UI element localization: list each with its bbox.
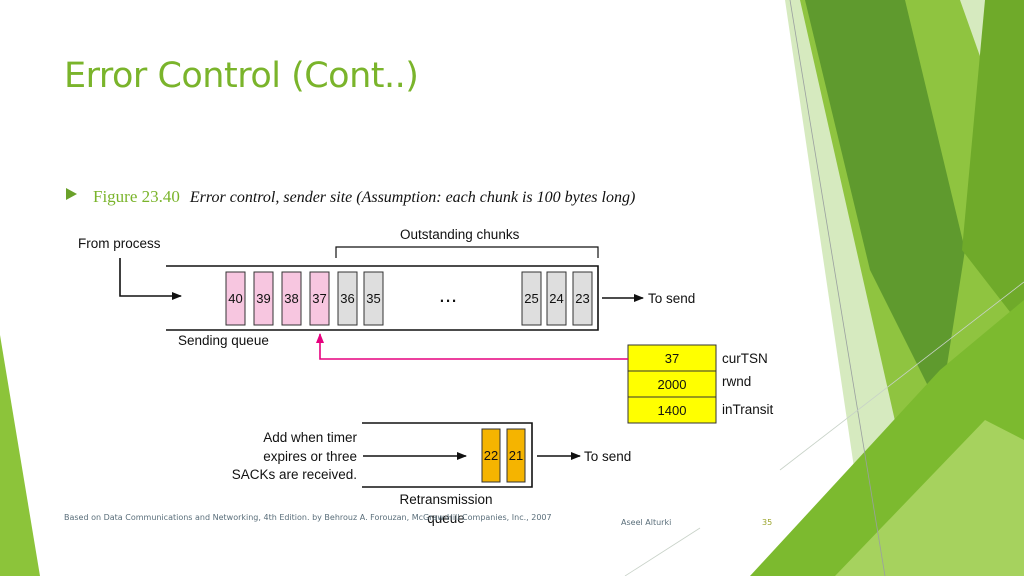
chunk: 40 <box>225 271 246 326</box>
deco-line-2 <box>779 281 1024 471</box>
chunk-number: 38 <box>284 291 298 306</box>
chunk-number: 24 <box>549 291 563 306</box>
slide-title: Error Control (Cont..) <box>64 56 419 96</box>
variable-name: inTransit <box>722 402 774 417</box>
chunk-number: 23 <box>575 291 589 306</box>
to-send-label-top: To send <box>648 291 695 306</box>
add-when-label-line-1: Add when timer <box>263 430 357 445</box>
chunk: 21 <box>506 428 526 483</box>
footer-source: Based on Data Communications and Network… <box>64 513 552 522</box>
outstanding-chunks-label: Outstanding chunks <box>400 227 520 242</box>
variable-cell <box>627 344 717 372</box>
sending-queue <box>166 265 599 331</box>
retransmission-chunks: 22 21 <box>481 428 526 483</box>
chunk-number: 36 <box>340 291 354 306</box>
retransmission-label-line-2: queue <box>427 511 465 526</box>
footer-author: Aseel Alturki <box>621 518 672 527</box>
chunk-box <box>253 271 274 326</box>
chunk-number: 21 <box>509 448 523 463</box>
deco-shape-right <box>962 0 1024 330</box>
sending-queue-label: Sending queue <box>178 333 269 348</box>
chunk-box <box>506 428 526 483</box>
chunk-number: 37 <box>312 291 326 306</box>
chunk: 39 <box>253 271 274 326</box>
retransmission-label-line-1: Retransmission <box>399 492 492 507</box>
chunk-ellipsis: ... <box>439 282 457 307</box>
to-send-label-bottom: To send <box>584 449 631 464</box>
curtsn-pointer-arrow <box>316 333 628 360</box>
chunk-box <box>281 271 302 326</box>
page-number: 35 <box>762 518 773 527</box>
deco-shape-left <box>0 335 40 576</box>
variables-table: 37 curTSN 2000 rwnd 1400 inTransit <box>627 344 774 424</box>
figure-caption: Error control, sender site (Assumption: … <box>189 189 636 206</box>
figure-label: Figure 23.40 <box>93 187 180 206</box>
deco-line-3 <box>624 527 701 576</box>
bullet-arrow-icon <box>66 188 77 200</box>
retransmission-queue <box>362 422 533 488</box>
variable-value: 2000 <box>658 377 687 392</box>
variable-cell <box>627 396 717 424</box>
chunk-number: 22 <box>484 448 498 463</box>
chunk: 25 <box>521 271 542 326</box>
variable-value: 1400 <box>658 403 687 418</box>
chunk-box <box>546 271 567 326</box>
chunk-number: 40 <box>228 291 242 306</box>
chunk-box <box>481 428 501 483</box>
chunk: 36 <box>337 271 358 326</box>
chunk: 24 <box>546 271 567 326</box>
chunk: 37 <box>309 271 330 326</box>
chunk-box <box>337 271 358 326</box>
chunk-box <box>363 271 384 326</box>
deco-line-1 <box>789 0 886 576</box>
chunk-box <box>521 271 542 326</box>
chunk: 38 <box>281 271 302 326</box>
chunk: 22 <box>481 428 501 483</box>
variable-value: 37 <box>665 351 679 366</box>
from-process-arrow <box>119 258 182 300</box>
deco-shape-bottom-light <box>835 420 1024 576</box>
variable-name: curTSN <box>722 351 768 366</box>
deco-shape-dark <box>805 0 965 410</box>
variable-name: rwnd <box>722 374 751 389</box>
sending-chunks: 40 39 38 37 36 35 ... 25 24 <box>225 271 593 326</box>
from-process-label: From process <box>78 236 161 251</box>
figure-bullet: Figure 23.40 Error control, sender site … <box>66 187 635 207</box>
chunk-box <box>572 271 593 326</box>
outstanding-bracket <box>335 246 599 258</box>
chunk-number: 39 <box>256 291 270 306</box>
variable-cell <box>627 370 717 398</box>
add-when-label-line-3: SACKs are received. <box>232 467 357 482</box>
chunk-box <box>309 271 330 326</box>
chunk-number: 35 <box>366 291 380 306</box>
add-when-label-line-2: expires or three <box>263 449 357 464</box>
chunk: 35 <box>363 271 384 326</box>
chunk-box <box>225 271 246 326</box>
chunk: 23 <box>572 271 593 326</box>
chunk-number: 25 <box>524 291 538 306</box>
